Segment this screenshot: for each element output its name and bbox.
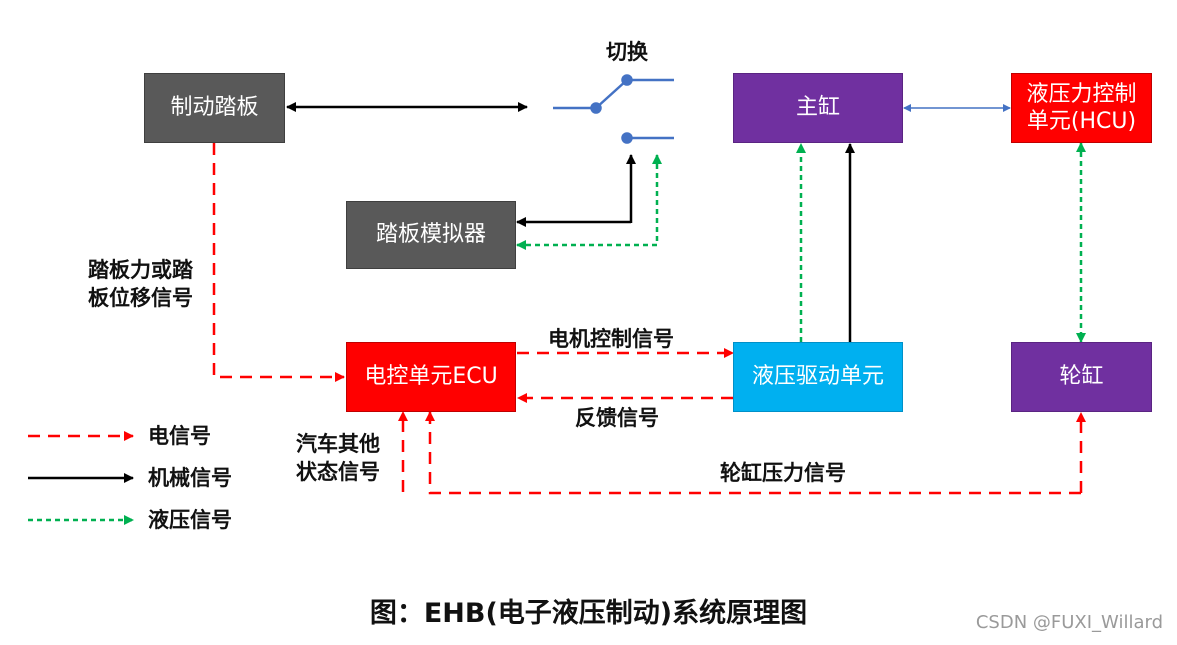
legend-hydraulic-label: 液压信号 — [148, 508, 232, 532]
legend-mechanical-label: 机械信号 — [148, 466, 232, 490]
hcu-box: 液压力控制单元(HCU) — [1011, 73, 1152, 143]
legend-electric-label: 电信号 — [148, 424, 211, 448]
feedback-label: 反馈信号 — [575, 406, 659, 430]
master-cylinder-box: 主缸 — [733, 73, 903, 143]
wheel-pressure-label: 轮缸压力信号 — [720, 461, 846, 485]
watermark: CSDN @FUXI_Willard — [975, 612, 1163, 633]
pedal-ecu-signal-line — [212, 143, 345, 382]
switch-simulator-hyd-line — [516, 154, 662, 250]
figure-caption: 图：EHB(电子液压制动)系统原理图 — [369, 598, 808, 629]
pedal-signal-label: 踏板力或踏 板位移信号 — [88, 258, 193, 311]
wheel-cylinder-box: 轮缸 — [1011, 342, 1152, 412]
simulator-box: 踏板模拟器 — [346, 201, 516, 269]
ecu-box: 电控单元ECU — [346, 342, 516, 412]
hydraulic-drive-box: 液压驱动单元 — [733, 342, 903, 412]
wheel-pressure-line — [425, 411, 1081, 495]
switch-label: 切换 — [606, 40, 648, 64]
switch-symbol — [553, 74, 674, 144]
motor-control-label: 电机控制信号 — [548, 327, 674, 351]
pedal-box: 制动踏板 — [144, 73, 285, 143]
other-vehicle-signal-label: 汽车其他 状态信号 — [296, 432, 380, 485]
